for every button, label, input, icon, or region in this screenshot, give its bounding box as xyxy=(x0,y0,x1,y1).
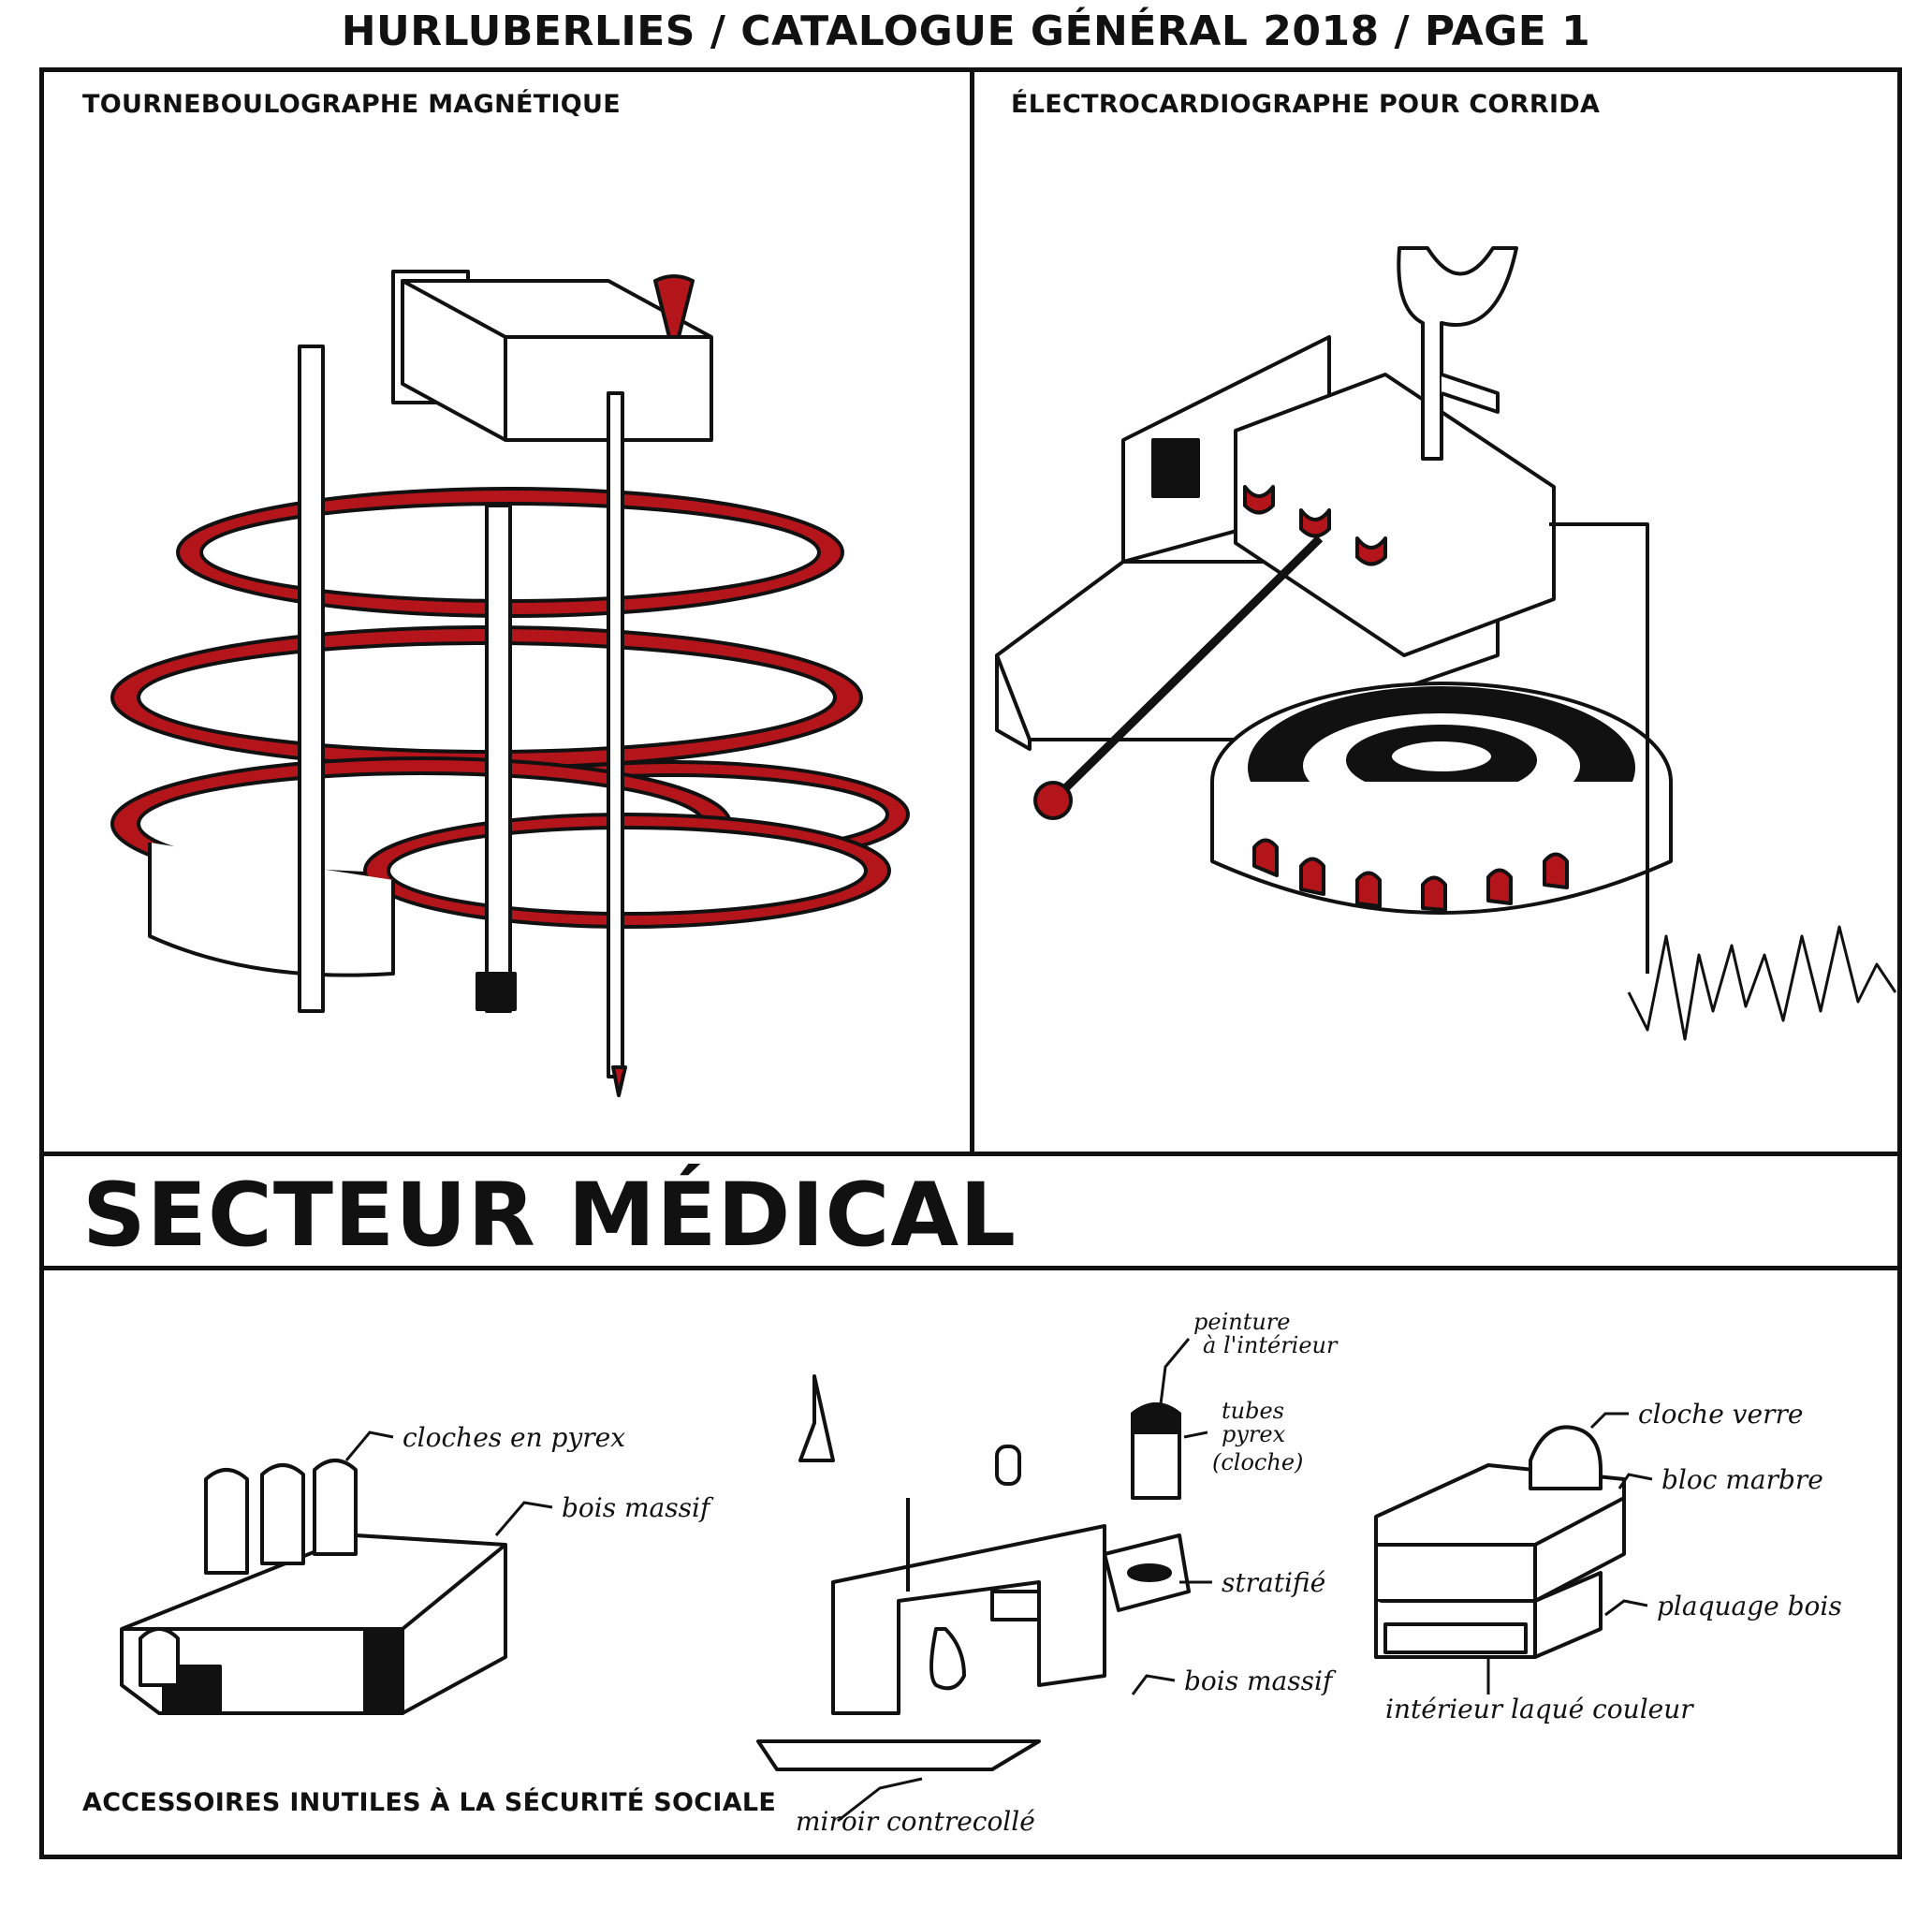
divider-top xyxy=(39,1152,1902,1156)
annot-bois-massif-2: bois massif xyxy=(1184,1665,1337,1696)
page-title: HURLUBERLIES / CATALOGUE GÉNÉRAL 2018 / … xyxy=(341,7,1591,55)
divider-bottom xyxy=(39,1266,1902,1270)
annot-plaquage-bois: plaquage bois xyxy=(1657,1591,1842,1621)
annot-interieur-laque: intérieur laqué couleur xyxy=(1385,1694,1694,1724)
annot-cloche-verre: cloche verre xyxy=(1638,1399,1803,1430)
annot-bois-massif-1: bois massif xyxy=(562,1492,714,1523)
accessoires-illustrations xyxy=(120,1374,1626,1771)
panel-title-electrocardiographe: ÉLECTROCARDIOGRAPHE POUR CORRIDA xyxy=(1011,90,1601,119)
divider-vertical xyxy=(970,67,974,1153)
electrocardiographe-illustration xyxy=(995,246,1897,1041)
tourneboulographe-illustration xyxy=(110,270,910,1097)
panel-title-tourneboulographe: TOURNEBOULOGRAPHE MAGNÉTIQUE xyxy=(82,90,622,119)
annot-stratifie: stratifié xyxy=(1222,1567,1325,1598)
annot-tubes-2: pyrex xyxy=(1222,1421,1286,1447)
annot-cloches-pyrex: cloches en pyrex xyxy=(402,1422,625,1453)
annot-peinture-2: à l'intérieur xyxy=(1203,1332,1339,1358)
annotation-leaders xyxy=(344,1338,1653,1823)
annotation-labels: cloches en pyrex bois massif peinture à … xyxy=(402,1309,1842,1837)
annot-peinture-1: peinture xyxy=(1193,1309,1290,1335)
panel-title-accessoires: ACCESSOIRES INUTILES À LA SÉCURITÉ SOCIA… xyxy=(82,1788,777,1817)
annot-bloc-marbre: bloc marbre xyxy=(1661,1464,1823,1495)
annot-tubes-1: tubes xyxy=(1222,1398,1284,1424)
section-heading: SECTEUR MÉDICAL xyxy=(82,1165,1017,1267)
annot-tubes-3: (cloche) xyxy=(1212,1449,1303,1475)
annot-miroir-contrecolle: miroir contrecollé xyxy=(796,1806,1035,1837)
